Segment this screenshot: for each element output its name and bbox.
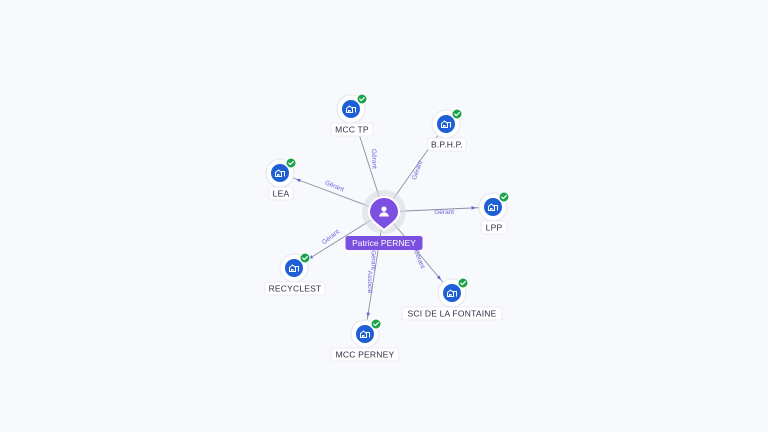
- node-label: MCC TP: [335, 125, 369, 135]
- node-label-bg: [268, 186, 294, 201]
- edge-arrow: [366, 312, 371, 318]
- node-core: [443, 284, 461, 302]
- edge-arrow: [295, 178, 301, 183]
- company-icon: [441, 120, 451, 128]
- node-core: [271, 164, 289, 182]
- node-core: [342, 100, 360, 118]
- node-core: [285, 259, 303, 277]
- company-icon: [447, 289, 457, 297]
- verified-check-icon: [451, 108, 463, 120]
- company-icon: [275, 169, 285, 177]
- company-icon: [360, 330, 370, 338]
- edge-label: Associé: [366, 271, 373, 294]
- node-label-bg: [427, 137, 467, 152]
- node-label-bg: [480, 220, 508, 235]
- edge-label: Gérant: [321, 228, 341, 246]
- verified-check-icon: [299, 252, 311, 264]
- node-label: B.P.H.P.: [431, 140, 463, 150]
- node-core: [484, 198, 502, 216]
- node-label: LEA: [273, 189, 290, 199]
- company-node-lea[interactable]: LEA: [265, 157, 297, 201]
- verified-check-icon: [498, 191, 510, 203]
- edge-label: Gérant: [411, 160, 424, 181]
- verified-check-icon: [285, 157, 297, 169]
- node-label-bg: [401, 306, 503, 321]
- edge-arrow: [436, 275, 442, 280]
- person-icon: [379, 206, 389, 217]
- nodes-layer: MCC TP B.P.H.P. LPP SCI DE LA FONTAINE MCC P…: [264, 93, 510, 362]
- company-node-recyclest[interactable]: RECYCLEST: [264, 252, 326, 296]
- verified-check-icon: [356, 93, 368, 105]
- company-node-bphp[interactable]: B.P.H.P.: [427, 108, 467, 152]
- company-icon: [346, 105, 356, 113]
- edge-label: Gérant: [370, 149, 378, 169]
- verified-check-icon: [457, 277, 469, 289]
- verified-check-icon: [370, 318, 382, 330]
- node-label: MCC PERNEY: [336, 350, 395, 360]
- edge-label: Gérant: [434, 209, 454, 216]
- center-person-name: Patrice PERNEY: [352, 238, 416, 248]
- node-label-bg: [330, 347, 400, 362]
- company-node-sci-de-la-fontaine[interactable]: SCI DE LA FONTAINE: [401, 277, 503, 321]
- company-node-mcc-tp[interactable]: MCC TP: [330, 93, 374, 137]
- node-label: RECYCLEST: [269, 284, 322, 294]
- company-node-mcc-perney[interactable]: MCC PERNEY: [330, 318, 400, 362]
- center-person-node[interactable]: Patrice PERNEY: [345, 190, 423, 250]
- node-label-bg: [330, 122, 374, 137]
- node-label: LPP: [486, 223, 503, 233]
- company-icon: [289, 264, 299, 272]
- node-core: [437, 115, 455, 133]
- company-node-lpp[interactable]: LPP: [478, 191, 510, 235]
- node-label-bg: [264, 281, 326, 296]
- edge-arrow: [471, 206, 477, 210]
- node-label: SCI DE LA FONTAINE: [408, 309, 497, 319]
- center-label-bg: [345, 236, 423, 250]
- company-icon: [488, 203, 498, 211]
- edge-label: Gérant: [369, 250, 376, 270]
- edge-label: Gérant: [324, 179, 345, 193]
- node-core: [356, 325, 374, 343]
